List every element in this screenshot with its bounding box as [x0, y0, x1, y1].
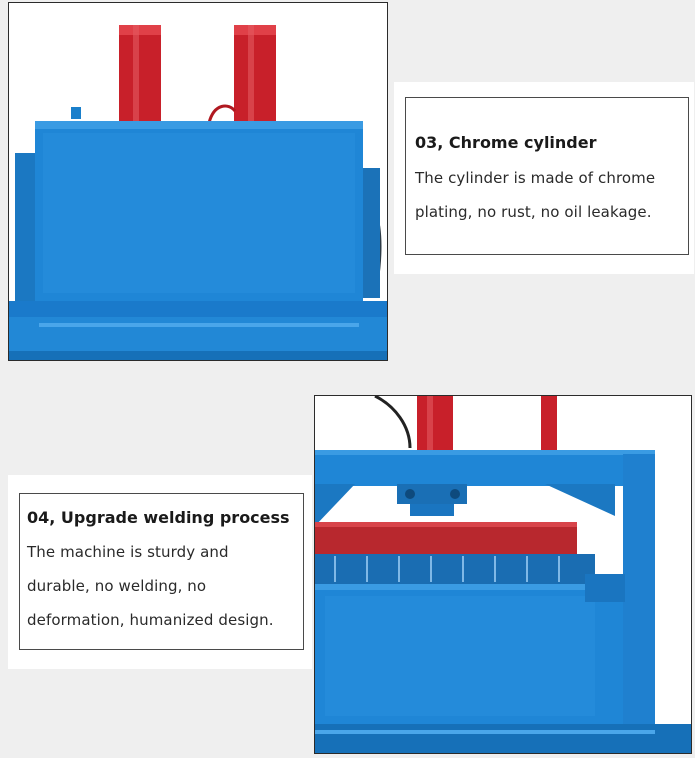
caption-text-line: The machine is sturdy and: [27, 543, 229, 561]
welding-process-photo: [314, 395, 692, 754]
caption-text-line: plating, no rust, no oil leakage.: [415, 203, 652, 221]
caption-title: 03, Chrome cylinder: [415, 133, 597, 152]
caption-text-line: durable, no welding, no: [27, 577, 207, 595]
caption-text-line: The cylinder is made of chrome: [415, 169, 656, 187]
chrome-cylinder-photo: [8, 2, 388, 361]
caption-title: 04, Upgrade welding process: [27, 508, 290, 527]
caption-card-welding-process: [19, 493, 304, 650]
caption-text-line: deformation, humanized design.: [27, 611, 274, 629]
caption-card-chrome-cylinder: [405, 97, 689, 255]
